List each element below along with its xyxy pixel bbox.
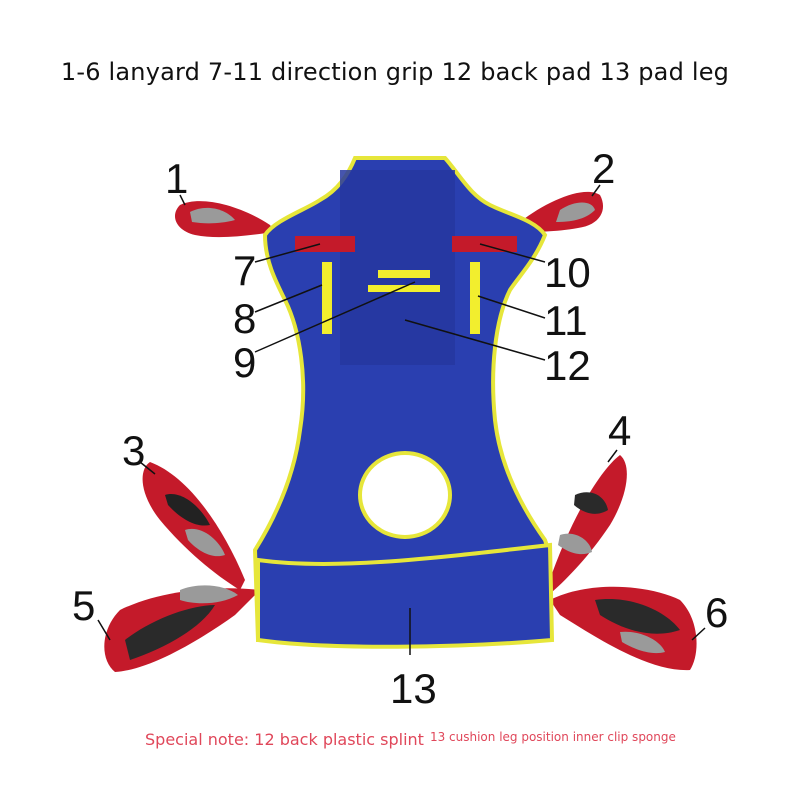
special-note: Special note: 12 back plastic splint 13 c… — [145, 730, 676, 749]
lanyard-1 — [175, 201, 275, 238]
callout-4: 4 — [608, 407, 632, 454]
lanyard-2 — [520, 191, 604, 232]
callout-5: 5 — [72, 582, 96, 629]
back-pad — [340, 170, 455, 365]
callout-6: 6 — [705, 589, 729, 636]
grip-10 — [452, 236, 517, 252]
callout-9: 9 — [233, 339, 257, 386]
note-secondary: 13 cushion leg position inner clip spong… — [429, 730, 676, 744]
callout-13: 13 — [390, 665, 437, 712]
callout-12: 12 — [544, 342, 591, 389]
note-main: Special note: 12 back plastic splint — [145, 730, 424, 749]
lanyard-6 — [550, 586, 697, 671]
lanyard-5 — [104, 585, 261, 672]
grip-8 — [322, 262, 332, 334]
lanyard-3 — [142, 462, 245, 590]
grip-7 — [295, 236, 355, 252]
callout-3: 3 — [122, 427, 146, 474]
lanyard-4 — [548, 455, 627, 592]
callout-8: 8 — [233, 295, 257, 342]
leg-pad — [256, 542, 555, 649]
figure-title: 1-6 lanyard 7-11 direction grip 12 back … — [60, 58, 730, 86]
callout-10: 10 — [544, 249, 591, 296]
callout-2: 2 — [592, 145, 616, 192]
callout-11: 11 — [544, 297, 588, 344]
callout-7: 7 — [233, 247, 257, 294]
grip-9 — [368, 270, 440, 292]
leg-hole — [358, 451, 452, 539]
leader-lines — [97, 184, 706, 655]
grip-11 — [470, 262, 480, 334]
callout-1: 1 — [165, 155, 189, 202]
